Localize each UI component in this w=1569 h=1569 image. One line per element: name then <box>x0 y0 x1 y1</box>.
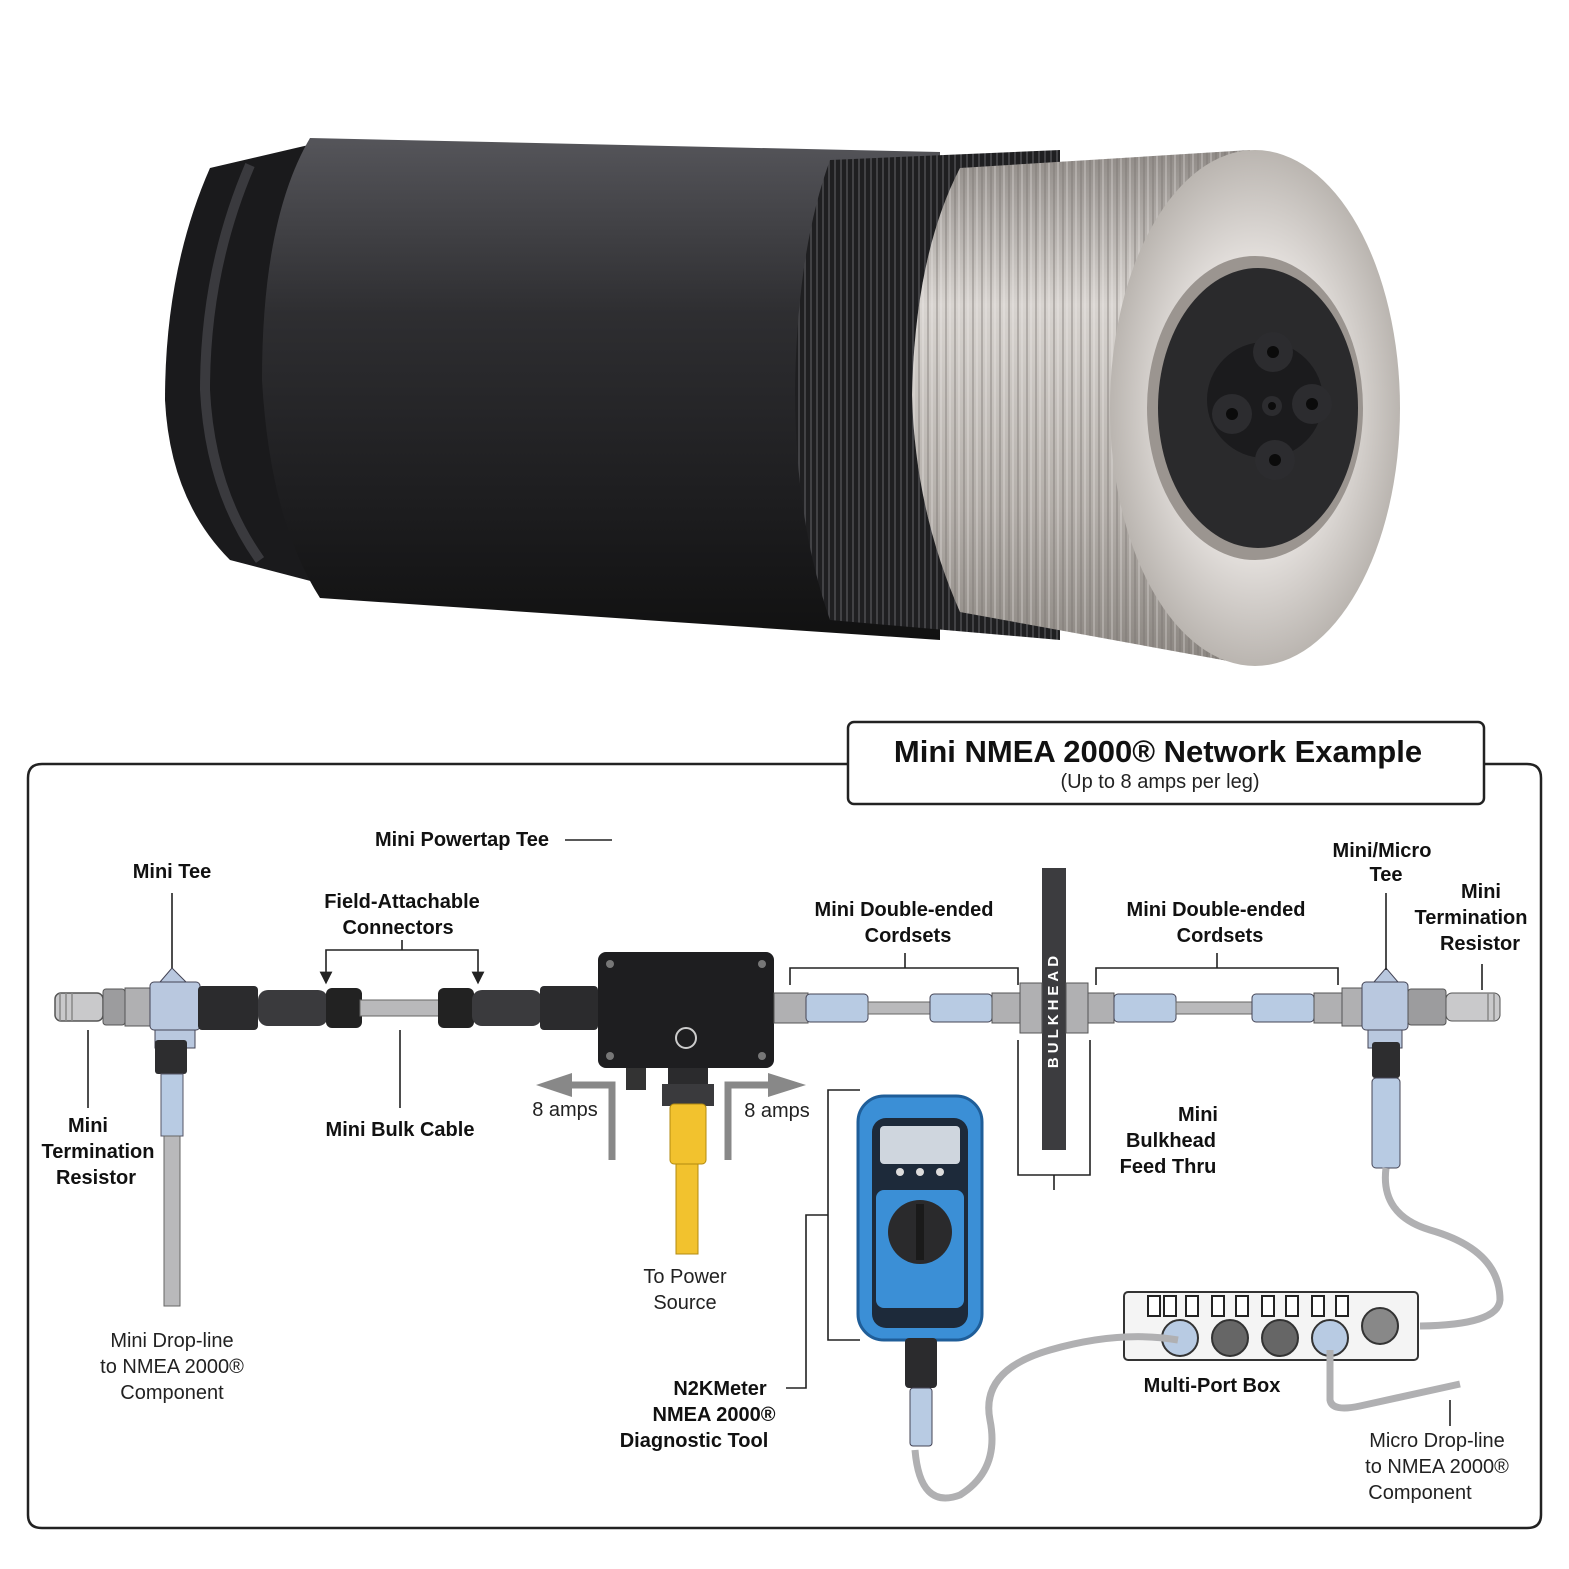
label-multi-port-box: Multi-Port Box <box>1144 1375 1281 1397</box>
label-drop-mini-2: to NMEA 2000® <box>100 1356 244 1378</box>
field-attachable-connector-left <box>198 986 362 1030</box>
mini-micro-tee <box>1341 967 1409 1078</box>
label-cordsets-left-2: Cordsets <box>865 925 952 947</box>
label-term-left-3: Resistor <box>56 1167 136 1189</box>
right-termination-resistor <box>1407 988 1501 1026</box>
cordset-left <box>773 992 1023 1024</box>
label-mini-micro-tee-2: Tee <box>1370 864 1403 886</box>
label-mini-tee: Mini Tee <box>133 861 212 883</box>
micro-drop-cordset <box>1371 1077 1401 1169</box>
gland-nut-highlight <box>199 163 265 563</box>
title-box <box>846 720 1486 806</box>
label-n2k-3: Diagnostic Tool <box>620 1430 769 1452</box>
n2kmeter-device <box>856 1094 984 1447</box>
label-bulkhead-1: Mini <box>1178 1104 1218 1126</box>
label-drop-mini-3: Component <box>120 1382 224 1404</box>
bulkhead-feed-thru <box>1019 982 1089 1034</box>
diagram-frame <box>26 762 1543 1530</box>
label-term-left-2: Termination <box>42 1141 155 1163</box>
label-drop-micro-2: to NMEA 2000® <box>1365 1456 1509 1478</box>
current-arrows <box>536 1073 806 1160</box>
multi-port-box <box>1123 1291 1419 1361</box>
diagram-labels: Mini Powertap Tee Mini Tee Field-Attacha… <box>42 829 1528 1504</box>
label-term-right-1: Mini <box>1461 881 1501 903</box>
micro-drop-line-cable <box>1326 1350 1461 1412</box>
mini-powertap-tee <box>598 952 774 1106</box>
bulkhead-panel: BULKHEAD <box>1042 868 1066 1150</box>
label-drop-micro-3: Component <box>1368 1482 1472 1504</box>
left-termination-resistor <box>54 988 126 1026</box>
mini-drop-cable <box>160 1073 184 1137</box>
label-power-2: Source <box>653 1292 716 1314</box>
label-cordsets-right-1: Mini Double-ended <box>1127 899 1306 921</box>
label-term-right-3: Resistor <box>1440 933 1520 955</box>
label-drop-micro-1: Micro Drop-line <box>1369 1430 1505 1452</box>
leader-lines <box>87 839 1483 1426</box>
field-attachable-connector-right <box>438 986 598 1030</box>
label-mini-bulk-cable: Mini Bulk Cable <box>326 1119 475 1141</box>
label-8-amps-right: 8 amps <box>744 1100 810 1122</box>
meter-cable <box>911 1333 1179 1502</box>
label-8-amps-left: 8 amps <box>532 1099 598 1121</box>
power-cable <box>669 1103 707 1165</box>
label-mini-powertap-tee: Mini Powertap Tee <box>375 829 549 851</box>
label-term-left-1: Mini <box>68 1115 108 1137</box>
label-term-right-2: Termination <box>1415 907 1528 929</box>
label-cordsets-left-1: Mini Double-ended <box>815 899 994 921</box>
label-drop-mini-1: Mini Drop-line <box>110 1330 233 1352</box>
label-cordsets-right-2: Cordsets <box>1177 925 1264 947</box>
connector-body <box>262 138 940 640</box>
mini-bulk-cable <box>359 999 441 1017</box>
diagram-title: Mini NMEA 2000® Network Example <box>894 734 1422 769</box>
pin-insert <box>1207 332 1332 480</box>
label-power-1: To Power <box>643 1266 727 1288</box>
network-diagram: Mini NMEA 2000® Network Example (Up to 8… <box>26 720 1543 1530</box>
micro-cable-to-box <box>1381 1167 1504 1330</box>
connector-product-image <box>165 138 1400 666</box>
label-field-attachable-1: Field-Attachable <box>324 891 480 913</box>
diagram-subtitle: (Up to 8 amps per leg) <box>1061 771 1260 793</box>
label-mini-micro-tee-1: Mini/Micro <box>1333 840 1432 862</box>
cordset-right <box>1087 992 1345 1024</box>
left-mini-tee <box>124 967 201 1074</box>
label-n2k-1: N2KMeter <box>673 1378 767 1400</box>
label-bulkhead-2: Bulkhead <box>1126 1130 1216 1152</box>
label-field-attachable-2: Connectors <box>342 917 453 939</box>
label-bulkhead-3: Feed Thru <box>1120 1156 1217 1178</box>
label-n2k-2: NMEA 2000® <box>653 1404 776 1426</box>
bulkhead-plate-label: BULKHEAD <box>1045 952 1062 1068</box>
